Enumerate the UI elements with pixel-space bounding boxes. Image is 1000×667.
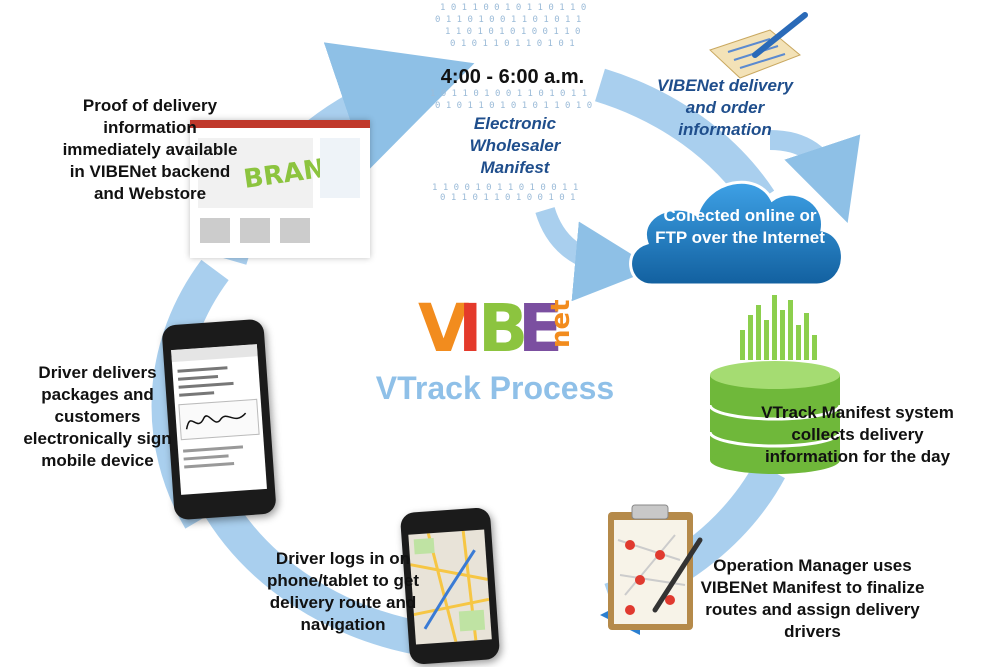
svg-text:1 1 0 0 1 0 1 1 0 1 0 0 1 1: 1 1 0 0 1 0 1 1 0 1 0 0 1 1 — [432, 183, 578, 193]
svg-text:1 0 1 1 0 0 1 0 1 1 0 1 1 0: 1 0 1 1 0 0 1 0 1 1 0 1 1 0 — [440, 3, 586, 13]
logo-letter-e: E — [518, 290, 564, 367]
svg-text:0 1 0 1 1 0 1 1 0 1 0 1: 0 1 0 1 1 0 1 1 0 1 0 1 — [450, 39, 575, 49]
diagram-title: VTrack Process — [375, 370, 615, 406]
logo-net: net — [546, 299, 576, 348]
proof-label: Proof of delivery information immediatel… — [62, 96, 238, 203]
clipboard-pen-icon — [709, 12, 808, 79]
vibenet-info-label: VIBENet delivery and order information — [656, 76, 794, 139]
vibenet-logo: V I B E net — [418, 290, 578, 370]
logo-letter-b: B — [478, 290, 529, 367]
top-manifest-label: Electronic Wholesaler Manifest — [469, 114, 561, 177]
binary-data-graphic: 1 0 1 1 0 0 1 0 1 1 0 1 1 0 0 1 1 0 1 0 … — [430, 3, 592, 200]
smartphone-map-icon — [399, 507, 501, 665]
smartphone-signature-icon — [161, 318, 277, 521]
svg-text:0 1 1 0 1 1 0 1 0 0 1 0 1: 0 1 1 0 1 1 0 1 0 0 1 0 1 — [440, 193, 575, 200]
data-bars-graphic — [740, 295, 817, 360]
svg-text:0 1 0 1 1 0 1 0 1 0 1 1 0 1 0: 0 1 0 1 1 0 1 0 1 0 1 1 0 1 0 — [435, 101, 592, 111]
driver-logs-label: Driver logs in on phone/tablet to get de… — [266, 549, 420, 634]
route-map-clipboard-icon — [608, 504, 703, 630]
operation-manager-label: Operation Manager uses VIBENet Manifest … — [700, 556, 925, 641]
cloud-icon — [629, 180, 844, 287]
top-time: 4:00 - 6:00 a.m. — [440, 66, 585, 88]
logo-letter-i: I — [458, 290, 483, 367]
database-icon — [708, 361, 842, 474]
cloud-label: Collected online or FTP over the Interne… — [655, 206, 825, 247]
svg-text:1 1 0 1 0 1 0 1 0 0 1 1 0: 1 1 0 1 0 1 0 1 0 0 1 1 0 — [445, 27, 580, 37]
logo-letter-v: V — [418, 290, 470, 367]
driver-delivers-label: Driver delivers packages and customers e… — [23, 363, 172, 470]
vtrack-manifest-label: VTrack Manifest system collects delivery… — [761, 403, 954, 466]
svg-text:0 1 1 0 1 0 0 1 1 0 1 0 1 1: 0 1 1 0 1 0 0 1 1 0 1 0 1 1 — [435, 15, 581, 25]
svg-text:1 0 1 1 0 1 0 0 1 1 0 1 0 1 1: 1 0 1 1 0 1 0 0 1 1 0 1 0 1 1 — [430, 89, 587, 99]
webstore-screenshot: BRAND — [190, 120, 370, 258]
